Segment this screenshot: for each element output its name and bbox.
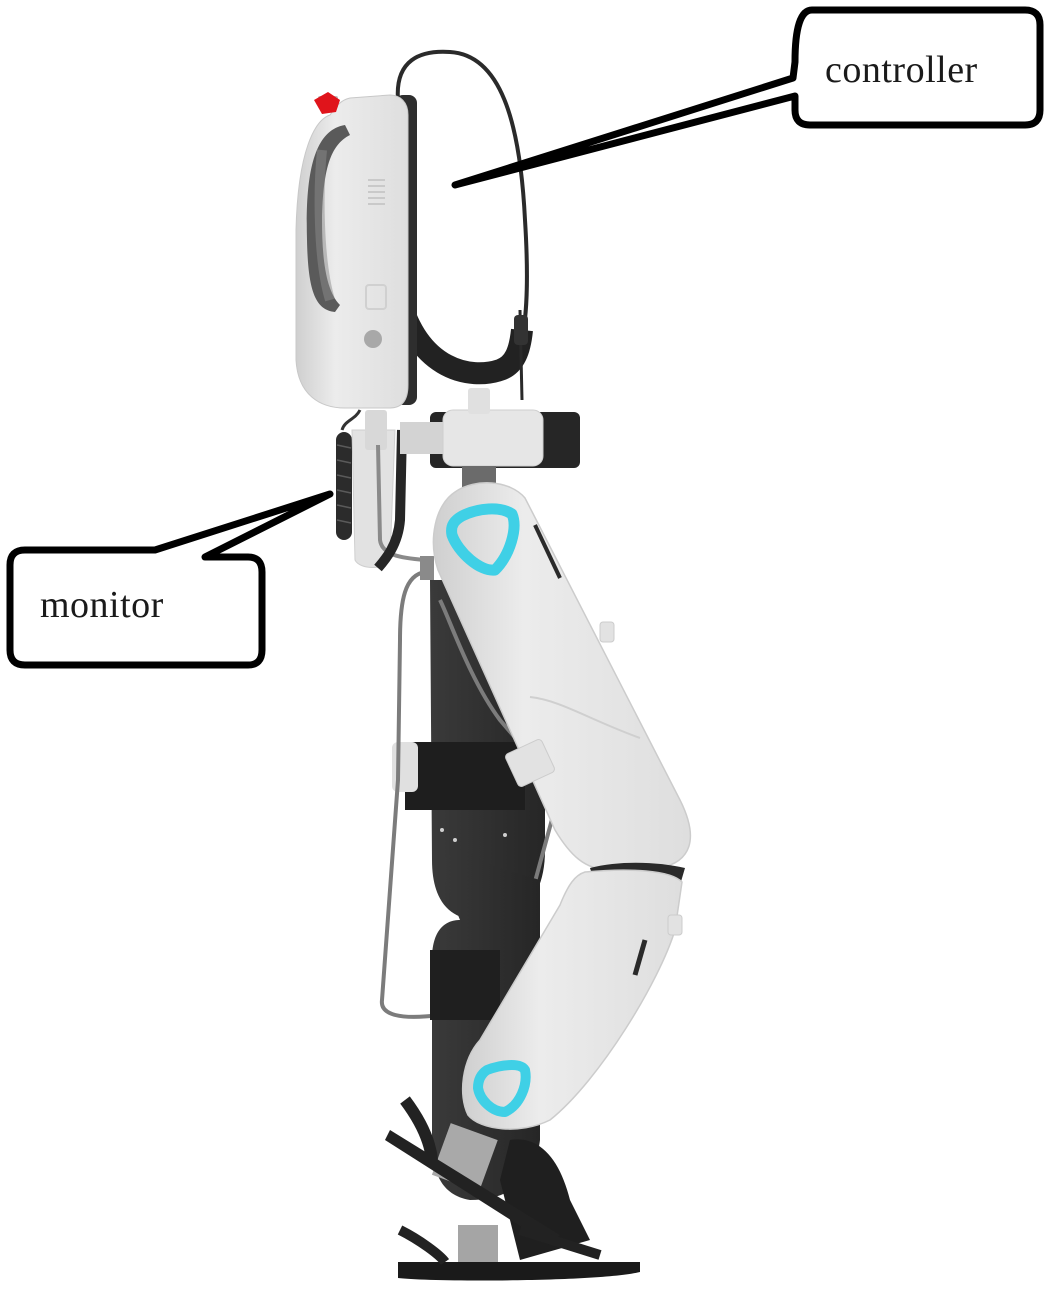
- ankle-foot: [385, 1096, 640, 1281]
- callout-controller: [451, 6, 1044, 189]
- foot-plate: [398, 1262, 640, 1281]
- power-button-icon: [364, 330, 382, 348]
- controller-unit: [295, 49, 533, 409]
- callout-monitor: [6, 490, 334, 669]
- shank-shell: [461, 869, 683, 1130]
- controller-label: controller: [825, 49, 978, 91]
- thigh-strap-clip: [533, 524, 562, 579]
- thigh-led-indicator-icon: [446, 503, 520, 576]
- monitor-unit: [336, 409, 426, 572]
- thigh-shell: [432, 482, 691, 871]
- shank-led-indicator-icon: [473, 1060, 531, 1117]
- emergency-stop-button: [314, 92, 340, 114]
- hip-belt: [400, 388, 580, 488]
- monitor-label: monitor: [40, 584, 164, 626]
